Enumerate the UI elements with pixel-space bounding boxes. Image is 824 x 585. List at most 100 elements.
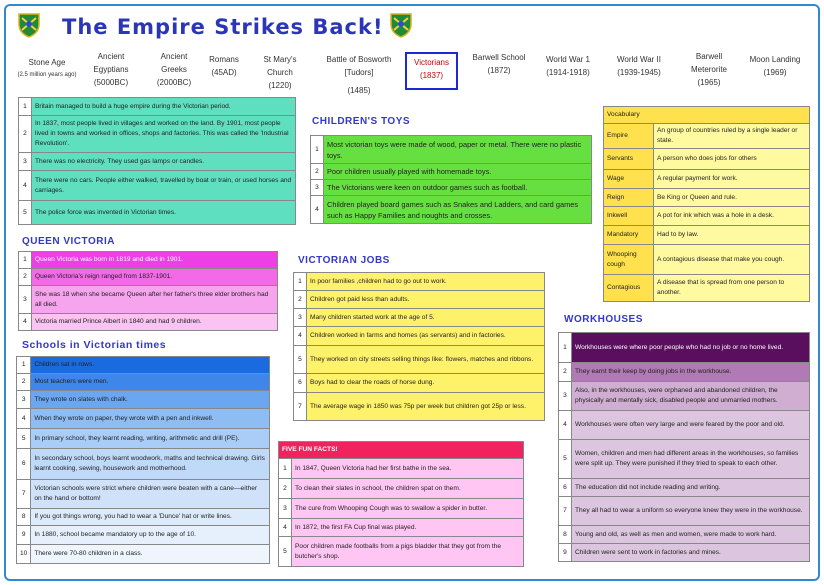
section-heading-toys: Children's Toys: [312, 116, 411, 127]
row-text: Most teachers were men.: [30, 373, 270, 391]
row-number: 8: [15, 508, 32, 526]
table-row: Vocabulary: [603, 106, 810, 124]
row-number: 2: [15, 373, 32, 391]
row-text: The Victorians were keen on outdoor game…: [323, 179, 592, 196]
row-text: Women, children and men had different ar…: [571, 439, 810, 479]
vocab-definition: A pot for ink which was a hole in a desk…: [653, 206, 810, 226]
row-number: 4: [558, 410, 572, 440]
row-number: 3: [310, 179, 324, 196]
vocab-definition: A person who does jobs for others: [653, 148, 810, 170]
section-heading-schools: Schools in Victorian times: [22, 339, 167, 351]
vocab-term: Inkwell: [603, 206, 654, 226]
vocab-term: Empire: [603, 123, 654, 149]
row-text: In 1837, most people lived in villages a…: [31, 115, 296, 153]
timeline-item: Stone Age(2.5 million years ago): [17, 58, 77, 78]
vocab-definition: A regular payment for work.: [653, 169, 810, 189]
row-text: In primary school, they learnt reading, …: [30, 428, 270, 449]
row-number: 3: [278, 498, 292, 519]
row-number: 6: [558, 478, 572, 497]
timeline-item: Battle of Bosworth[Tudors](1485): [326, 55, 392, 95]
row-number: 8: [558, 525, 572, 544]
vocab-term: Wage: [603, 169, 654, 189]
row-text: Children sat in rows.: [30, 356, 270, 374]
row-text: They wrote on slates with chalk.: [30, 390, 270, 409]
row-number: 1: [310, 135, 324, 164]
row-number: 3: [293, 308, 307, 327]
row-text: The education did not include reading an…: [571, 478, 810, 497]
row-number: 3: [18, 152, 32, 171]
row-text: They earnt their keep by doing jobs in t…: [571, 362, 810, 382]
vocab-definition: An group of countries ruled by a single …: [653, 123, 810, 149]
row-text: In 1872, the first FA Cup final was play…: [291, 518, 524, 537]
row-number: 1: [558, 332, 572, 363]
vocab-definition: Had to by law.: [653, 225, 810, 245]
row-number: 1: [278, 458, 292, 479]
row-text: Most victorian toys were made of wood, p…: [323, 135, 592, 164]
row-text: The cure from Whooping Cough was to swal…: [291, 498, 524, 519]
row-text: Victoria married Prince Albert in 1840 a…: [31, 313, 278, 331]
row-number: 6: [15, 448, 32, 480]
row-text: The average wage in 1850 was 75p per wee…: [306, 392, 545, 421]
row-number: 3: [18, 285, 32, 314]
timeline-item: Romans(45AD): [209, 55, 239, 77]
row-text: Victorian schools were strict where chil…: [30, 479, 270, 509]
row-text: Also, in the workhouses, were orphaned a…: [571, 381, 810, 411]
row-text: Britain managed to build a huge empire d…: [31, 97, 296, 116]
row-number: 6: [293, 373, 307, 393]
row-text: Young and old, as well as men and women,…: [571, 525, 810, 544]
vocab-definition: Be King or Queen and rule.: [653, 188, 810, 207]
vocab-term: Servants: [603, 148, 654, 170]
fun-facts-heading: FIVE FUN FACTS!: [278, 441, 524, 459]
timeline-item: World War 1(1914-1918): [545, 55, 590, 77]
school-crest-icon: [389, 12, 413, 38]
timeline-item: Barwell School(1872): [472, 53, 526, 75]
row-text: Queen Victoria's reign ranged from 1837-…: [31, 268, 278, 286]
row-text: Queen Victoria was born in 1819 and died…: [31, 251, 278, 269]
row-number: 1: [293, 272, 307, 291]
table-row: FIVE FUN FACTS!: [278, 441, 524, 459]
row-number: 10: [15, 544, 32, 564]
row-text: They all had to wear a uniform so everyo…: [571, 496, 810, 526]
vocabulary-heading: Vocabulary: [603, 106, 810, 124]
section-heading-workhouses: Workhouses: [564, 314, 643, 325]
row-number: 4: [18, 170, 32, 201]
row-text: Many children started work at the age of…: [306, 308, 545, 327]
row-number: 5: [558, 439, 572, 479]
vocab-definition: A contagious disease that make you cough…: [653, 244, 810, 275]
